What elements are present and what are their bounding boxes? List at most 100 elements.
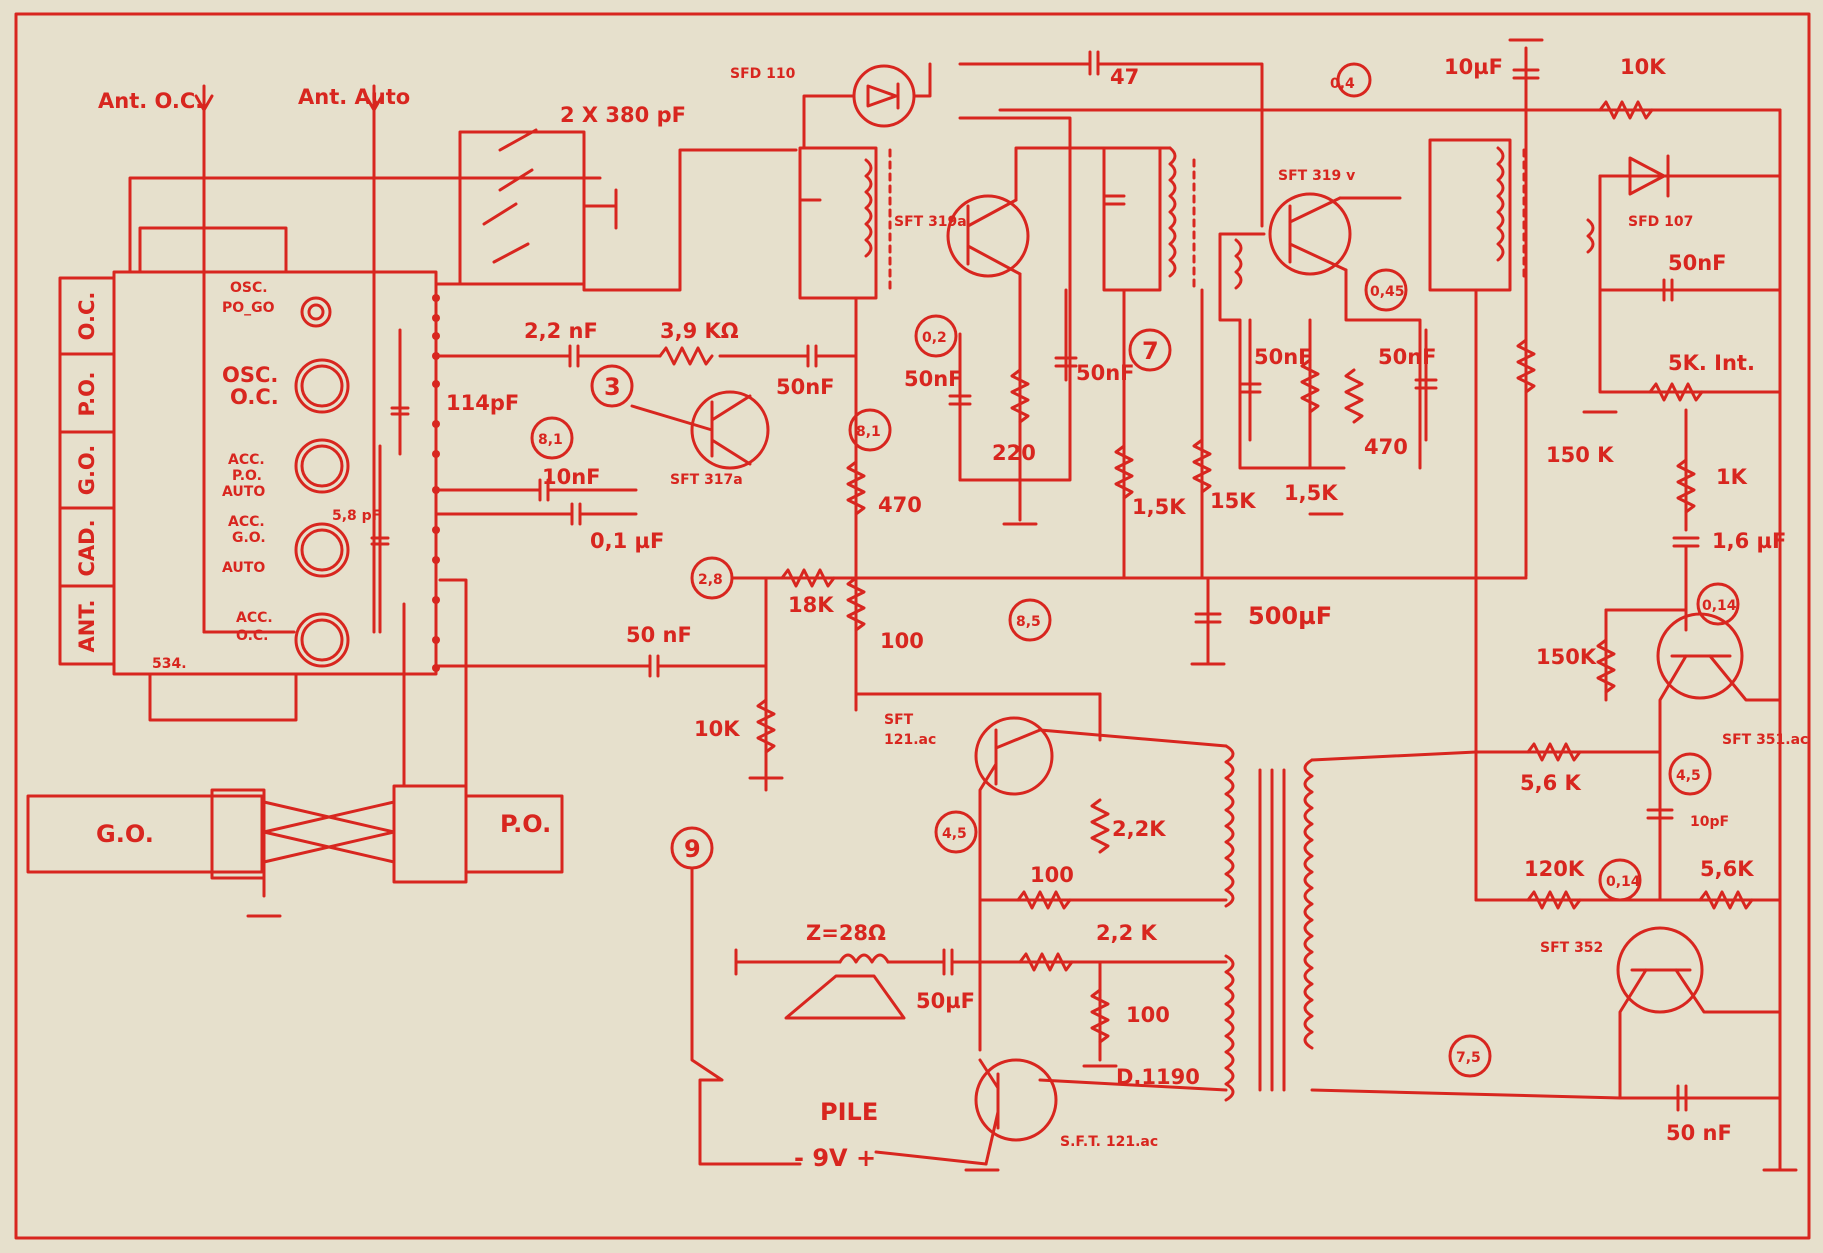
label-ant-auto: Ant. Auto xyxy=(298,85,410,109)
voltage-81-a: 8,1 xyxy=(538,432,563,448)
label-r10k-top: 10K xyxy=(1620,55,1666,79)
label-ant-oc: Ant. O.C. xyxy=(98,89,203,113)
label-sft121-b: S.F.T. 121.ac xyxy=(1060,1134,1158,1150)
coil-label-acc-po-2: P.O. xyxy=(232,468,262,484)
label-sft121-a-2: 121.ac xyxy=(884,732,936,748)
label-sft319b: SFT 319 v xyxy=(1278,168,1355,184)
voltage-045: 0,45 xyxy=(1370,284,1405,300)
transistor-sft121a xyxy=(974,716,1054,796)
label-r220: 220 xyxy=(992,441,1036,465)
tuning-capacitor: 2 X 380 pF xyxy=(128,103,798,292)
coil-label-osc-oc-2: O.C. xyxy=(230,385,279,409)
band-po: P.O. xyxy=(75,372,99,417)
label-c01uf: 0,1 µF xyxy=(590,529,664,553)
label-r22k: 2,2K xyxy=(1112,817,1166,841)
label-r18k: 18K xyxy=(788,593,834,617)
label-c500uf: 500µF xyxy=(1248,602,1332,630)
band-ant: ANT. xyxy=(75,600,99,653)
voltage-9: 9 xyxy=(684,835,701,863)
label-2x380: 2 X 380 pF xyxy=(560,103,686,127)
voltage-014-b: 0,14 xyxy=(1606,874,1641,890)
supply-rail: 2,8 18K 8,5 500µF 100 10K 50 nF xyxy=(434,556,1528,792)
label-r150k-b: 150K xyxy=(1536,645,1597,669)
label-c50nf-c: 50nF xyxy=(1076,361,1135,385)
label-c10uf-top: 10µF xyxy=(1444,55,1503,79)
label-r15k-a: 1,5K xyxy=(1132,495,1186,519)
label-r150k-a: 150 K xyxy=(1546,443,1614,467)
label-sft352: SFT 352 xyxy=(1540,940,1603,956)
transistor-sft319a xyxy=(946,194,1030,278)
label-sfd110: SFD 110 xyxy=(730,66,796,82)
voltage-45-b: 4,5 xyxy=(1676,768,1701,784)
transistor-sft317 xyxy=(690,390,770,470)
voltage-75: 7,5 xyxy=(1456,1050,1481,1066)
label-z28: Z=28Ω xyxy=(806,921,886,945)
voltage-3: 3 xyxy=(604,373,621,401)
voltage-02: 0,2 xyxy=(922,330,947,346)
coil-label-acc-go-1: ACC. xyxy=(228,514,265,530)
output-stage: Z=28Ω 50µF 2,2 K 100 S.F.T. 121.ac 9 PIL… xyxy=(670,826,1228,1172)
label-po: P.O. xyxy=(500,810,551,838)
coil-label-acc-oc-2: O.C. xyxy=(236,628,269,644)
if-stage-2: SFT 319 v 0,45 50nF 470 50nF 15K 1,5K 15… xyxy=(1192,108,1614,902)
label-r1k: 1K xyxy=(1716,465,1748,489)
ground-symbols xyxy=(246,38,1798,1172)
band-cad: CAD. xyxy=(75,519,99,576)
label-r120k: 120K xyxy=(1524,857,1585,881)
coil-label-acc-go-2: G.O. xyxy=(232,530,266,546)
band-switch: O.C. P.O. G.O. CAD. ANT. OSC. PO_GO OSC.… xyxy=(58,226,440,722)
transistor-sft352 xyxy=(1616,926,1704,1014)
band-go: G.O. xyxy=(75,445,99,496)
label-sft351: SFT 351.ac xyxy=(1722,732,1808,748)
label-pile-v: - 9V + xyxy=(794,1144,876,1172)
label-sft121-a-1: SFT xyxy=(884,712,914,728)
label-r22k-b: 2,2 K xyxy=(1096,921,1158,945)
frame xyxy=(14,12,1811,1240)
label-r470-a: 470 xyxy=(878,493,922,517)
antenna-inputs: Ant. O.C. Ant. Auto xyxy=(98,84,410,634)
label-c10pf: 10pF xyxy=(1690,814,1729,830)
label-r15k-c: 1,5K xyxy=(1284,481,1338,505)
coil-label-acc-po-3: AUTO xyxy=(222,484,265,500)
label-r39k: 3,9 KΩ xyxy=(660,319,739,343)
label-go: G.O. xyxy=(96,820,154,848)
coil-label-osc-oc-1: OSC. xyxy=(222,363,278,387)
coil-label-acc-oc-1: ACC. xyxy=(236,610,273,626)
voltage-28: 2,8 xyxy=(698,572,723,588)
label-c16uf: 1,6 µF xyxy=(1712,529,1786,553)
label-c22nf: 2,2 nF xyxy=(524,319,598,343)
label-c50nf-f: 50 nF xyxy=(626,623,692,647)
converter-stage: 2,2 nF 3,9 KΩ 50nF 3 SFT 317a 114pF 8,1 … xyxy=(332,319,858,634)
voltage-81-b: 8,1 xyxy=(856,424,881,440)
label-r5k: 5K. Int. xyxy=(1668,351,1755,375)
label-sft317: SFT 317a xyxy=(670,472,743,488)
label-c50uf: 50µF xyxy=(916,989,975,1013)
voltage-7: 7 xyxy=(1142,337,1159,365)
label-c50nf-det: 50nF xyxy=(1668,251,1727,275)
detector: 0,4 10µF 10K SFD 107 50nF 5K. Int. 1K 1,… xyxy=(998,46,1786,1172)
label-r470-b: 470 xyxy=(1364,435,1408,459)
label-r15k-b: 15K xyxy=(1210,489,1256,513)
label-c10nf: 10nF xyxy=(542,465,601,489)
coil-label-acc-go-3: AUTO xyxy=(222,560,265,576)
coil-label-osc-pogo-1: OSC. xyxy=(230,280,268,296)
voltage-014-a: 0,14 xyxy=(1702,598,1737,614)
range-switch: G.O. P.O. xyxy=(26,578,564,898)
label-pile: PILE xyxy=(820,1098,878,1126)
label-c50nf-a: 50nF xyxy=(776,375,835,399)
label-c114pf: 114pF xyxy=(446,391,519,415)
voltage-04: 0,4 xyxy=(1330,76,1355,92)
voltage-45-a: 4,5 xyxy=(942,826,967,842)
label-r100-c: 100 xyxy=(1126,1003,1170,1027)
label-c50nf-e: 50nF xyxy=(1378,345,1437,369)
label-r100-b: 100 xyxy=(1030,863,1074,887)
band-oc: O.C. xyxy=(75,292,99,341)
label-r56k-b: 5,6K xyxy=(1700,857,1754,881)
transistor-sft121b xyxy=(974,1058,1058,1142)
transistor-sft319b xyxy=(1268,192,1352,276)
coil-label-osc-pogo-2: PO_GO xyxy=(222,300,275,316)
label-c58pf: 5,8 pF xyxy=(332,508,381,524)
label-c50nf-b: 50nF xyxy=(904,367,963,391)
